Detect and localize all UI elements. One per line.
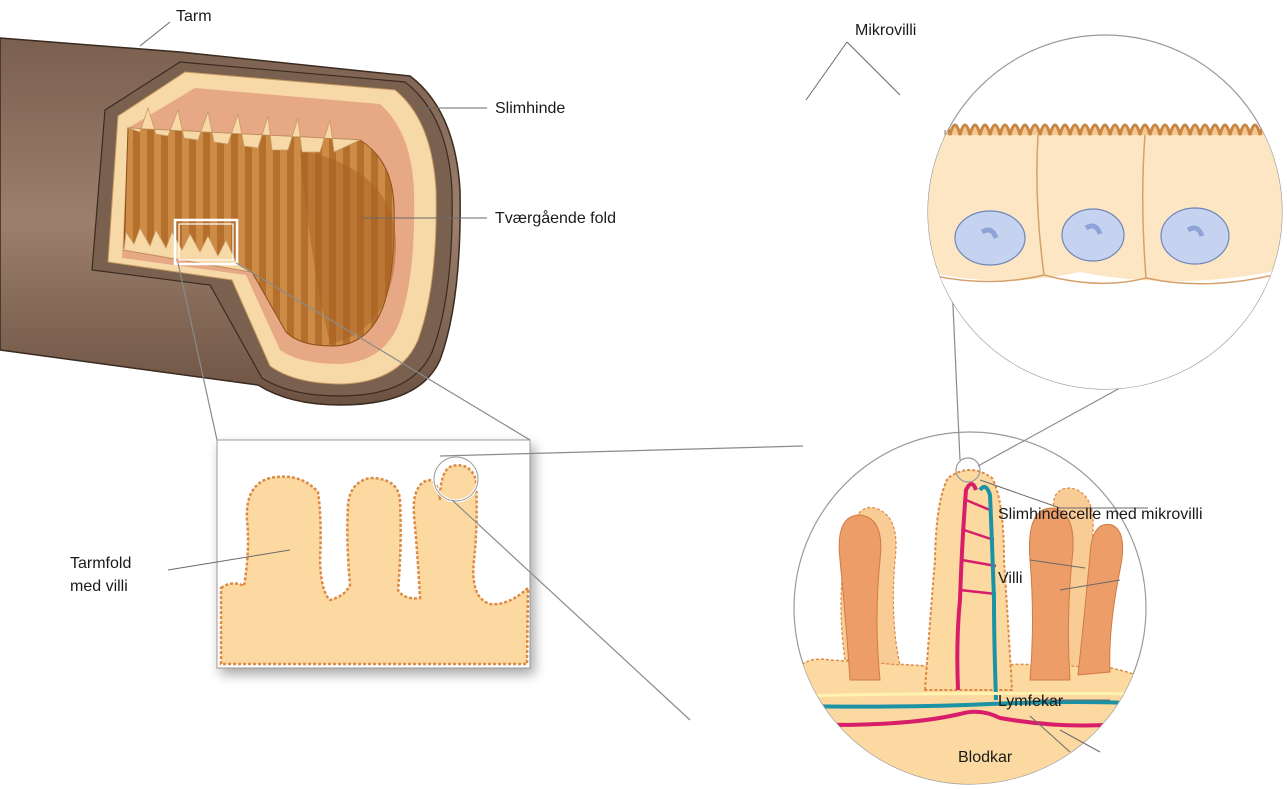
label-mikrovilli: Mikrovilli	[855, 22, 916, 39]
label-slimhindecelle: Slimhindecelle med mikrovilli	[998, 506, 1203, 523]
cell-nucleus-2	[1062, 209, 1124, 261]
villus-right-1	[1029, 508, 1073, 680]
cells-detail	[920, 35, 1287, 400]
label-tvaergaende-fold: Tværgående fold	[495, 209, 616, 227]
label-slimhinde: Slimhinde	[495, 100, 565, 117]
label-blodkar: Blodkar	[958, 749, 1013, 766]
cell-nucleus-3	[1161, 208, 1229, 264]
label-villi: Villi	[998, 570, 1023, 587]
cell-nucleus-1	[955, 211, 1025, 265]
intestine-tube	[0, 38, 460, 405]
label-tarm: Tarm	[176, 8, 212, 25]
label-tarmfold-line1: Tarmfold	[70, 555, 131, 572]
microvilli-edge	[920, 125, 1287, 135]
label-lymfekar: Lymfekar	[998, 693, 1064, 710]
label-tarmfold-line2: med villi	[70, 578, 128, 595]
villi-detail	[790, 432, 1150, 789]
